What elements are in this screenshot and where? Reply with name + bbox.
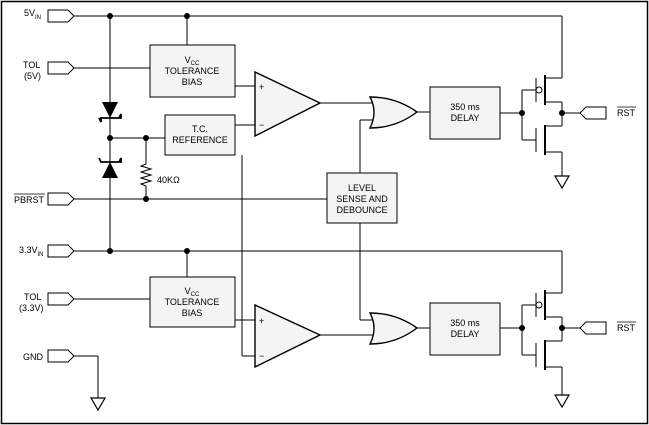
comparator-bottom-minus: −	[259, 351, 264, 361]
vcc-bottom-l2: TOLERANCE	[165, 297, 220, 307]
zener-diode-bottom	[98, 157, 122, 178]
vcc-top-l2: TOLERANCE	[165, 66, 220, 76]
tc-ref-l2: REFERENCE	[172, 135, 228, 145]
pin-pbrst: PBRST	[14, 192, 75, 206]
comparator-bottom: + −	[254, 303, 322, 369]
junctions	[107, 13, 565, 331]
mosfet-pair-bottom	[535, 290, 563, 395]
delay-top-l1: 350 ms	[450, 102, 480, 112]
pin-3v3in-label: 3.3V	[19, 245, 38, 255]
vcc-top-l3: BIAS	[182, 77, 203, 87]
vcc-tolerance-bias-top: VCC TOLERANCE BIAS	[149, 44, 236, 98]
resistor-label: 40KΩ	[157, 175, 180, 185]
pin-rst-bottom: RST	[579, 321, 636, 335]
level-l1: LEVEL	[348, 183, 376, 193]
pin-3v3in-sub: IN	[38, 252, 44, 258]
pin-rst-top-label: RST	[617, 108, 636, 118]
ground-symbol-top	[553, 175, 571, 190]
vcc-tolerance-bias-bottom: VCC TOLERANCE BIAS	[149, 276, 236, 328]
vcc-bottom-l1-sub: CC	[191, 292, 200, 298]
pin-tol-5v: TOL (5V)	[23, 60, 75, 81]
pin-tol-3v3: TOL (3.3V)	[19, 292, 75, 313]
pin-tol-5v-label1: TOL	[23, 60, 40, 70]
ground-symbol-gnd-pin	[89, 397, 107, 412]
pin-tol-3v3-label2: (3.3V)	[19, 303, 44, 313]
svg-text:VCC: VCC	[185, 55, 200, 67]
tc-reference: T.C. REFERENCE	[164, 114, 236, 156]
delay-top: 350 ms DELAY	[429, 86, 501, 140]
pin-rst-top: RST	[579, 106, 636, 120]
tc-ref-l1: T.C.	[192, 124, 208, 134]
svg-text:VCC: VCC	[185, 286, 200, 298]
comparator-top: + −	[254, 70, 322, 138]
vcc-bottom-l1: V	[185, 286, 191, 296]
level-l2: SENSE AND	[336, 194, 388, 204]
mosfet-pair-top	[535, 70, 563, 176]
pin-gnd-label: GND	[23, 352, 44, 362]
delay-bottom-l2: DELAY	[451, 329, 480, 339]
pin-3v3in: 3.3VIN	[19, 244, 75, 258]
delay-top-l2: DELAY	[451, 113, 480, 123]
svg-text:5VIN: 5VIN	[24, 8, 41, 21]
resistor-40k: 40KΩ	[139, 163, 180, 187]
pin-pbrst-label: PBRST	[14, 195, 45, 205]
zener-diode-top	[98, 102, 122, 123]
svg-text:3.3VIN: 3.3VIN	[19, 245, 44, 258]
or-gate-bottom	[368, 312, 419, 345]
ground-symbol-bottom	[553, 394, 571, 409]
level-l3: DEBOUNCE	[336, 205, 387, 215]
comparator-top-minus: −	[259, 120, 264, 130]
delay-bottom: 350 ms DELAY	[429, 302, 501, 356]
comparator-bottom-plus: +	[259, 316, 264, 326]
vcc-top-l1-sub: CC	[191, 61, 200, 67]
delay-bottom-l1: 350 ms	[450, 318, 480, 328]
pin-gnd: GND	[23, 349, 75, 363]
pin-rst-bottom-label: RST	[617, 323, 636, 333]
pin-tol-5v-label2: (5V)	[24, 71, 41, 81]
level-sense-debounce: LEVEL SENSE AND DEBOUNCE	[326, 172, 398, 224]
vcc-top-l1: V	[185, 55, 191, 65]
vcc-bottom-l3: BIAS	[182, 308, 203, 318]
pin-tol-3v3-label1: TOL	[24, 292, 41, 302]
pin-5vin-label: 5V	[24, 8, 35, 18]
pin-5vin-sub: IN	[35, 15, 41, 21]
comparator-top-plus: +	[259, 82, 264, 92]
or-gate-top	[368, 96, 419, 129]
pin-5vin: 5VIN	[24, 8, 75, 23]
